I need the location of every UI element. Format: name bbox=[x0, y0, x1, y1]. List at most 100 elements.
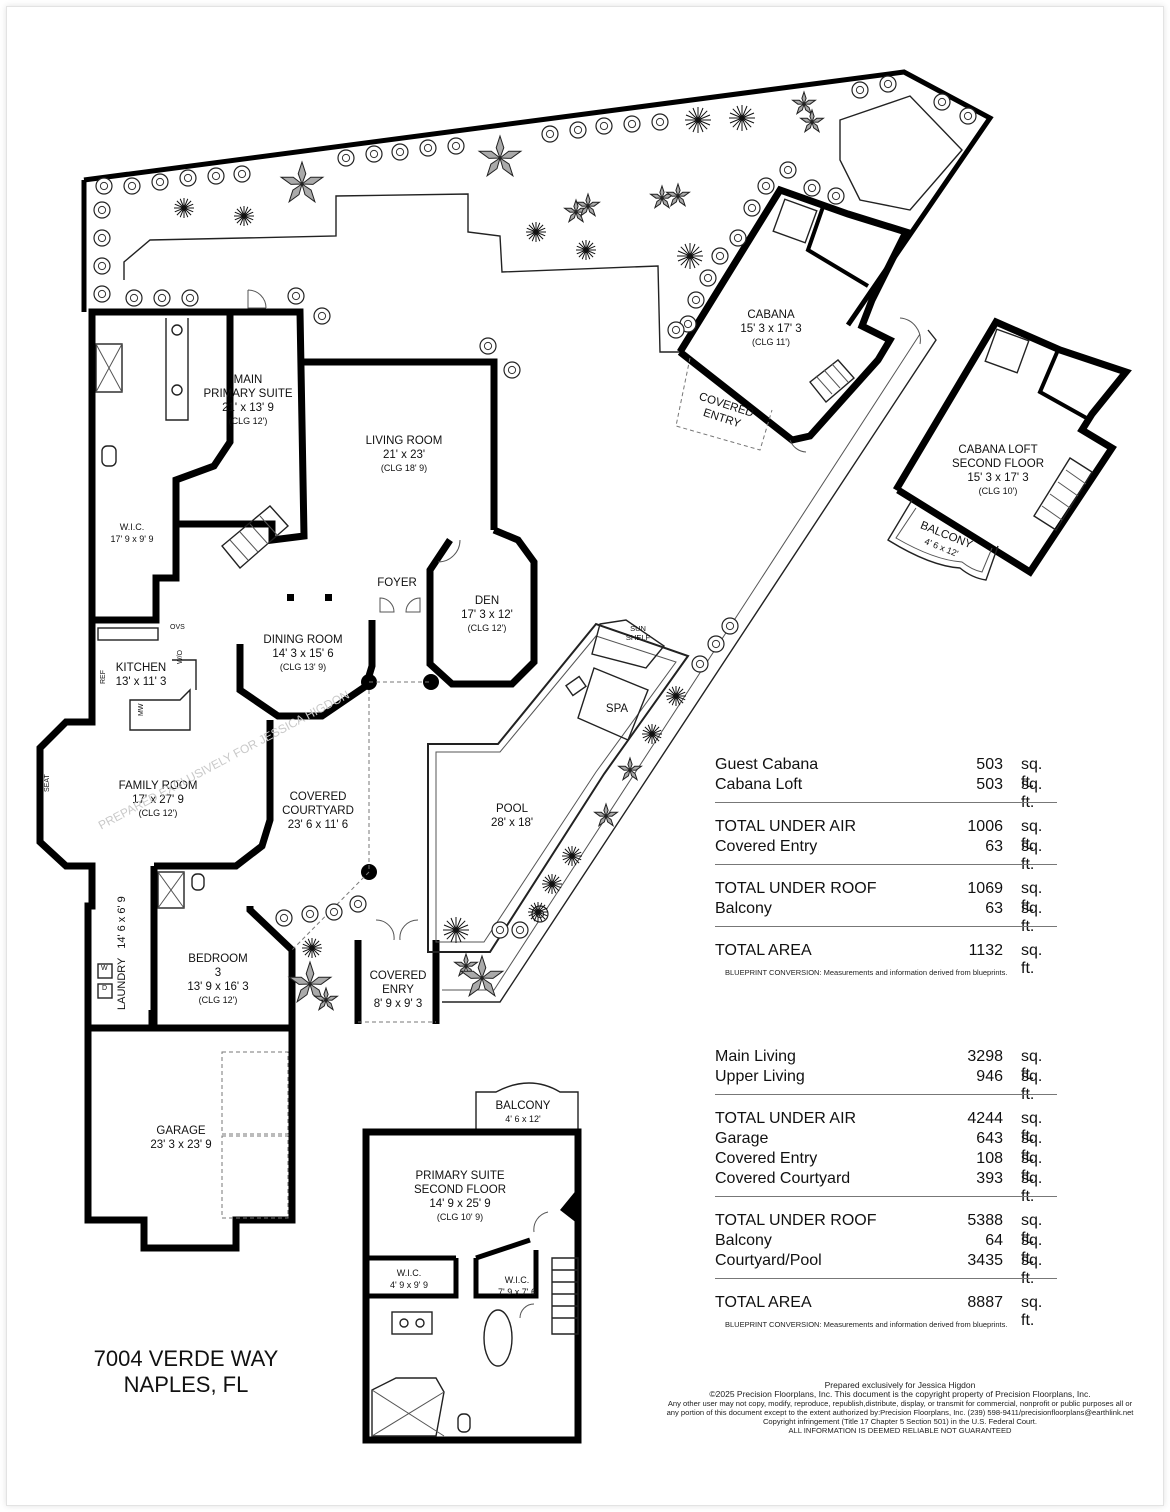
shrub-icon bbox=[651, 113, 669, 131]
area-value: 643 bbox=[976, 1130, 1003, 1147]
shrub-icon bbox=[623, 115, 641, 133]
shrub-icon bbox=[743, 199, 761, 217]
room-name: ENRY bbox=[382, 984, 414, 996]
shrub-icon bbox=[671, 325, 681, 335]
shrub-icon bbox=[963, 111, 973, 121]
room-dims: 15' 3 x 17' 3 bbox=[740, 323, 802, 335]
door-swing bbox=[519, 1211, 549, 1319]
area-unit: sq. ft. bbox=[1021, 942, 1043, 977]
shrub-icon bbox=[851, 81, 869, 99]
primary-2f-interior bbox=[366, 1237, 539, 1299]
plant-icon bbox=[526, 222, 546, 242]
shrub-icon bbox=[779, 161, 797, 179]
area-unit: sq. ft. bbox=[1021, 818, 1043, 853]
shrub-icon bbox=[495, 925, 505, 935]
shrub-icon bbox=[703, 273, 713, 283]
room-dims: 17' x 27' 9 bbox=[132, 794, 184, 806]
kitchen-counter bbox=[97, 627, 159, 641]
room-name: W.I.C. bbox=[119, 522, 145, 532]
primary-2f-walls bbox=[362, 1128, 582, 1444]
bedroom3-shower bbox=[157, 871, 185, 909]
plant-icon bbox=[677, 243, 703, 269]
area-unit: sq. ft. bbox=[1021, 1068, 1043, 1103]
shrub-icon bbox=[93, 285, 111, 303]
pool-outline bbox=[427, 622, 690, 953]
area-divider bbox=[715, 802, 1057, 803]
label-dining-room: DINING ROOM 14' 3 x 15' 6 (CLG 13' 9) bbox=[263, 633, 342, 673]
label-upper-balcony: BALCONY 4' 6 x 12' bbox=[496, 1099, 551, 1125]
room-dims: 14' 9 x 25' 9 bbox=[429, 1198, 491, 1210]
primary-2f-corner bbox=[560, 1188, 578, 1224]
shrub-icon bbox=[211, 171, 221, 181]
shrub-icon bbox=[831, 191, 841, 201]
shrub-icon bbox=[97, 289, 107, 299]
shrub-icon bbox=[291, 291, 301, 301]
page-frame bbox=[6, 6, 1164, 1506]
main-vanity bbox=[165, 318, 189, 421]
area-unit: sq. ft. bbox=[1021, 1232, 1043, 1267]
label-wic-2f-a: W.I.C. 4' 9 x 9' 9 bbox=[390, 1267, 428, 1291]
courtyard-edge bbox=[291, 681, 436, 1023]
copyright-line: Prepared exclusively for Jessica Higdon bbox=[824, 1380, 976, 1390]
area-label: TOTAL UNDER ROOF bbox=[715, 1212, 877, 1229]
shrub-icon bbox=[803, 179, 821, 197]
room-name: SHELF bbox=[625, 633, 651, 642]
door-swing bbox=[437, 539, 461, 563]
room-dims: 21' x 13' 9 bbox=[222, 402, 274, 414]
shrub-icon bbox=[153, 289, 171, 307]
palm-tree-icon bbox=[459, 954, 505, 998]
shrub-icon bbox=[879, 75, 897, 93]
patio-outline bbox=[123, 193, 680, 353]
room-name: PRIMARY SUITE bbox=[415, 1170, 505, 1182]
shrub-icon bbox=[97, 233, 107, 243]
cabana-stairs bbox=[809, 359, 855, 404]
door-swing bbox=[379, 597, 421, 613]
area-value: 64 bbox=[985, 1232, 1003, 1249]
shrub-icon bbox=[181, 289, 199, 307]
shrub-icon bbox=[391, 143, 409, 161]
shrub-icon bbox=[179, 169, 197, 187]
plant-icon bbox=[666, 686, 686, 706]
door-swing bbox=[789, 317, 921, 453]
kitchen-family-walls bbox=[36, 620, 156, 1032]
shrub-icon bbox=[349, 895, 367, 913]
label-pool: POOL 28' x 18' bbox=[491, 802, 533, 830]
shower-2f bbox=[371, 1377, 445, 1437]
shrub-icon bbox=[883, 79, 893, 89]
palm-tree-icon bbox=[617, 756, 643, 781]
shrub-icon bbox=[337, 149, 355, 167]
area-unit: sq. ft. bbox=[1021, 1048, 1043, 1083]
primary-2f-stairs bbox=[551, 1257, 579, 1335]
shrub-icon bbox=[329, 907, 339, 917]
fixture-ref: REF bbox=[100, 670, 107, 684]
copyright-notice: Prepared exclusively for Jessica Higdon … bbox=[660, 1380, 1140, 1436]
area-unit: sq. ft. bbox=[1021, 1170, 1043, 1205]
sink bbox=[399, 1318, 409, 1328]
main-shower bbox=[95, 343, 123, 393]
shrub-icon bbox=[287, 287, 305, 305]
area-unit: sq. ft. bbox=[1021, 1212, 1043, 1247]
shrub-icon bbox=[237, 169, 247, 179]
room-dims: 28' x 18' bbox=[490, 817, 534, 829]
shrub-icon bbox=[729, 229, 747, 247]
shower-2f-x bbox=[371, 1389, 445, 1437]
room-name: LIVING ROOM bbox=[365, 435, 443, 447]
area-value: 3435 bbox=[967, 1252, 1003, 1269]
area-value: 393 bbox=[976, 1170, 1003, 1187]
pool-inner bbox=[435, 635, 677, 943]
shrub-icon bbox=[667, 321, 685, 339]
area-label: Cabana Loft bbox=[715, 776, 803, 793]
shrub-icon bbox=[933, 93, 951, 111]
area-label: Covered Courtyard bbox=[715, 1170, 851, 1187]
bathtub bbox=[483, 1309, 513, 1367]
label-garage: GARAGE 23' 3 x 23' 9 bbox=[150, 1124, 211, 1152]
shrub-icon bbox=[123, 177, 141, 195]
label-family-room: FAMILY ROOM 17' x 27' 9 (CLG 12') bbox=[119, 779, 198, 819]
main-primary-suite bbox=[176, 308, 308, 544]
room-name: DEN bbox=[474, 595, 500, 607]
palm-tree-icon bbox=[593, 802, 619, 827]
shrub-icon bbox=[687, 291, 705, 309]
